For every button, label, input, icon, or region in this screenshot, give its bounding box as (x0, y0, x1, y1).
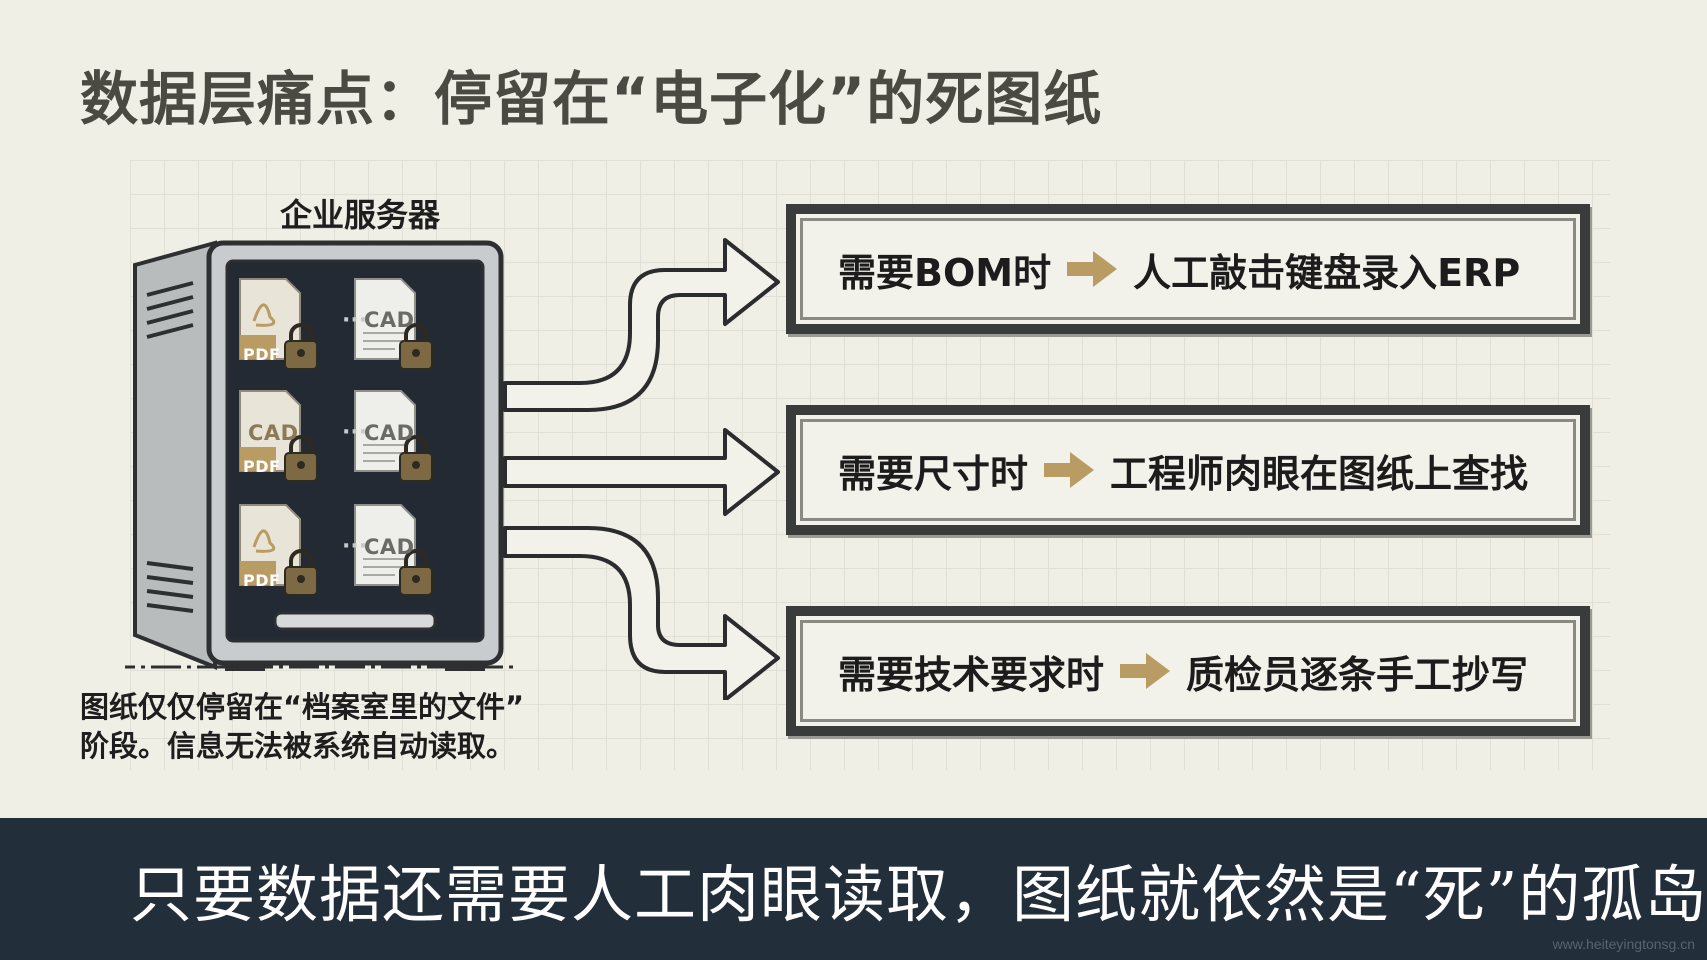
arrow-to-box-2 (503, 428, 780, 516)
gold-arrow-icon (1067, 251, 1118, 287)
doc-label-cad-1: CAD (364, 308, 415, 332)
page-title: 数据层痛点：停留在“电子化”的死图纸 (80, 65, 1103, 133)
server-caption: 图纸仅仅停留在“档案室里的文件” 阶段。信息无法被系统自动读取。 (80, 688, 600, 766)
arrow-to-box-3 (503, 526, 780, 700)
watermark: www.heiteyingtonsg.cn (1552, 936, 1695, 952)
gold-arrow-icon (1120, 653, 1171, 689)
doc-grid (239, 278, 433, 596)
server-label: 企业服务器 (279, 196, 440, 234)
ellipsis-row-2: ··· (342, 420, 368, 445)
scenario-need-3: 需要技术要求时 (838, 652, 1105, 697)
doc-label-cad-2: CAD (248, 421, 299, 445)
server-icon (125, 240, 515, 671)
bottom-banner: 只要数据还需要人工肉眼读取，图纸就依然是“死”的孤岛。 (0, 818, 1707, 960)
ellipsis-row-3: ··· (342, 534, 368, 559)
scenario-need-2: 需要尺寸时 (838, 451, 1029, 496)
arrow-to-box-1 (503, 238, 780, 412)
scenario-box-3: 需要技术要求时 质检员逐条手工抄写 (786, 606, 1590, 736)
scenario-consequence-3: 质检员逐条手工抄写 (1186, 652, 1529, 697)
scenario-consequence-1: 人工敲击键盘录入ERP (1133, 250, 1521, 295)
gold-arrow-icon (1044, 452, 1095, 488)
caption-line-1: 图纸仅仅停留在“档案室里的文件” (80, 690, 525, 724)
doc-label-pdf-1: PDF (243, 345, 281, 364)
banner-text: 只要数据还需要人工肉眼读取，图纸就依然是“死”的孤岛。 (130, 858, 1707, 931)
scenario-consequence-2: 工程师肉眼在图纸上查找 (1110, 451, 1529, 496)
scenario-box-1: 需要BOM时 人工敲击键盘录入ERP (786, 204, 1590, 334)
doc-label-pdf-3: PDF (243, 571, 281, 590)
doc-label-cad-3: CAD (364, 421, 415, 445)
doc-label-cad-4: CAD (364, 535, 415, 559)
doc-label-pdf-2: PDF (243, 457, 281, 476)
scenario-need-1: 需要BOM时 (838, 250, 1052, 295)
scenario-box-2: 需要尺寸时 工程师肉眼在图纸上查找 (786, 405, 1590, 535)
flow-arrows (503, 238, 780, 700)
caption-line-2: 阶段。信息无法被系统自动读取。 (80, 729, 516, 764)
ellipsis-row-1: ··· (342, 308, 368, 333)
